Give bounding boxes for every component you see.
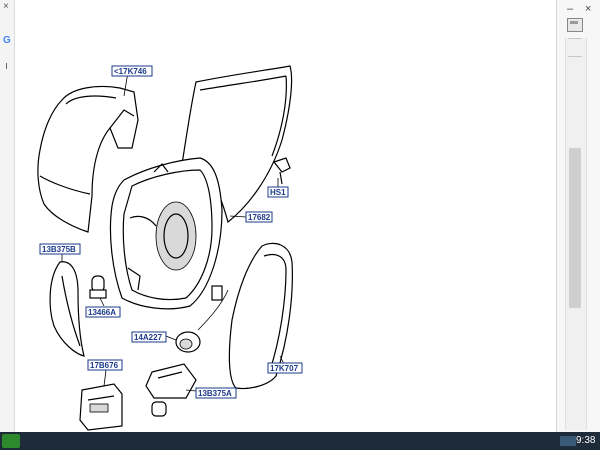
taskbar: 9:38 (0, 432, 600, 450)
label-box-motor (87, 359, 123, 371)
label-connector[interactable]: 14A227 (134, 333, 163, 342)
label-box-lamp-socket (195, 387, 237, 399)
connector-part (175, 285, 229, 353)
label-glass[interactable]: 17K707 (270, 364, 299, 373)
minimize-icon[interactable]: – (567, 3, 574, 15)
label-box-screw (267, 186, 289, 198)
window-icon[interactable] (567, 18, 583, 32)
divider (6, 63, 10, 69)
label-housing[interactable]: 17682 (248, 213, 271, 222)
vertical-scrollbar[interactable] (565, 38, 587, 430)
label-box-connector (131, 331, 167, 343)
mirror-exploded-view: <17K746 17682 HS1 13B375B 13466A 14A227 … (37, 65, 303, 431)
label-box-glass (267, 362, 303, 374)
mirror-cover-part (37, 85, 139, 233)
start-button[interactable] (2, 434, 20, 448)
left-sidebar-strip: × G (0, 0, 15, 432)
lamp-socket-part (145, 363, 197, 417)
label-box-housing (245, 211, 273, 223)
label-box-signal-lens (39, 243, 81, 255)
label-signal-lens[interactable]: 13B375B (42, 245, 76, 254)
motor-part (79, 383, 123, 431)
signal-lens-part (49, 261, 85, 357)
label-screw[interactable]: HS1 (270, 188, 286, 197)
scroll-line (568, 56, 582, 57)
label-lamp-socket[interactable]: 13B375A (198, 389, 232, 398)
label-cover[interactable]: <17K746 (114, 67, 147, 76)
close-window-icon[interactable]: × (585, 3, 592, 15)
label-box-bulb-holder (85, 306, 121, 318)
clock: 9:38 (576, 435, 596, 446)
parts-diagram: <17K746 17682 HS1 13B375B 13466A 14A227 … (14, 0, 556, 432)
close-icon[interactable]: × (3, 1, 9, 12)
scroll-thumb[interactable] (569, 148, 581, 308)
scroll-line (568, 38, 582, 39)
mirror-glass-part (228, 242, 293, 390)
label-box-cover (111, 65, 153, 77)
screw-part (272, 157, 291, 185)
bulb-part (89, 275, 107, 299)
tray-icon[interactable] (560, 436, 576, 446)
label-motor[interactable]: 17B676 (90, 361, 119, 370)
label-bulb-holder[interactable]: 13466A (88, 308, 116, 317)
mirror-backplate-part (181, 65, 293, 224)
google-icon[interactable]: G (3, 35, 11, 46)
mirror-housing-part (109, 157, 223, 310)
